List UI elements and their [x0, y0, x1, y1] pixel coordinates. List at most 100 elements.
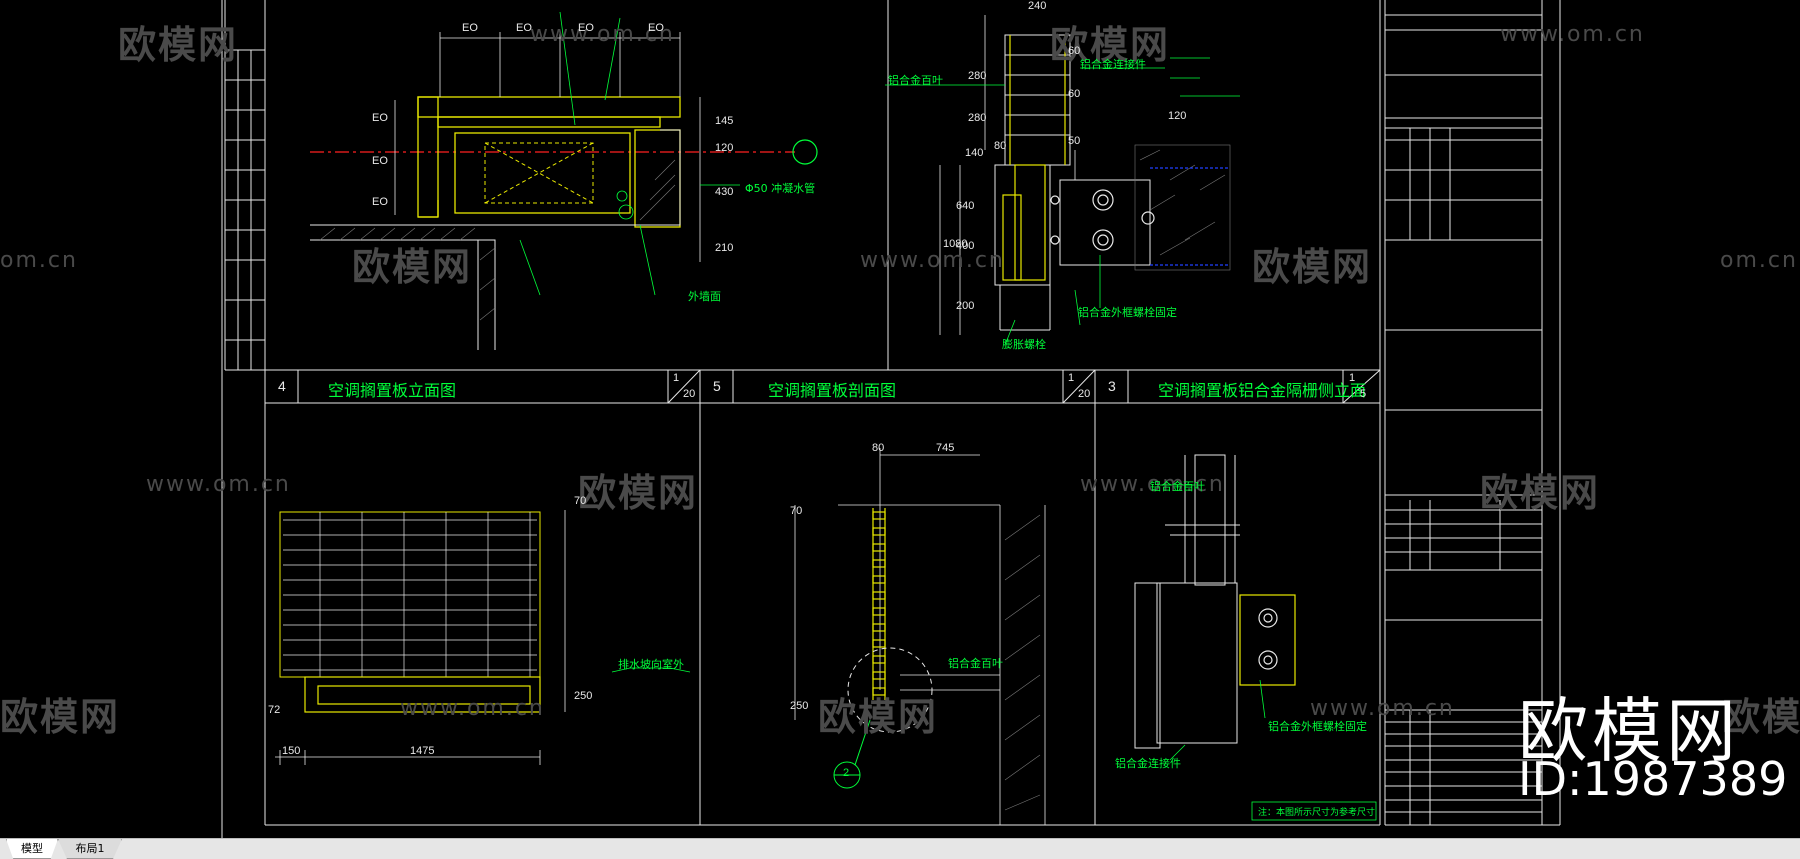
note-shutter: 铝合金百叶: [888, 74, 943, 87]
detail-bracket: [1239, 594, 1296, 686]
dim-label: 50: [1068, 135, 1081, 147]
panel-title: 空调搁置板立面图: [328, 381, 457, 400]
note-connect: 铝合金连接件: [1080, 58, 1146, 71]
dim-label: 210: [715, 242, 734, 254]
dim-label: 60: [1068, 88, 1081, 100]
layout-tab-bar: 模型 布局1: [0, 838, 1800, 859]
dim-label: 400: [956, 240, 975, 252]
dim-label: 240: [1028, 0, 1047, 12]
dim-label: EO: [462, 22, 478, 34]
dim-label: EO: [372, 196, 388, 208]
note-bolt: 膨胀螺栓: [1002, 338, 1046, 351]
note-detail: 铝合金外框螺栓固定: [1078, 306, 1177, 319]
plan-hatch: [319, 159, 676, 321]
detail-callout: [847, 647, 933, 733]
dim-label: EO: [578, 22, 594, 34]
section-mid-hatch: [1004, 514, 1041, 811]
section-slat: [872, 623, 886, 632]
dim-label: EO: [516, 22, 532, 34]
dim-label: 745: [936, 442, 955, 454]
panel-title: 空调搁置板铝合金隔栅侧立面: [1158, 381, 1367, 400]
dim-label: 1080: [943, 238, 968, 250]
dim-label: 60: [1068, 45, 1081, 57]
note-drain: Φ50 冲凝水管: [745, 182, 816, 195]
section-slat: [872, 527, 886, 536]
section-slat: [872, 671, 886, 680]
note-shutter: 铝合金百叶: [1150, 480, 1205, 493]
dim-label: 140: [965, 147, 984, 159]
dim-label: 280: [968, 70, 987, 82]
dim-label: EO: [372, 112, 388, 124]
section-slat: [872, 607, 886, 616]
panel-scale-num: 1: [1068, 372, 1075, 384]
elevation-dims: [275, 510, 566, 765]
note-bottom: 注：本图所示尺寸为参考尺寸: [1258, 808, 1376, 818]
dim-label: 70: [574, 495, 587, 507]
panel-number: 3: [1108, 378, 1116, 394]
dim-label: 120: [715, 142, 734, 154]
elevation-slats: [283, 512, 537, 677]
dim-label: 80: [872, 442, 885, 454]
panel-scale-den: 5: [1360, 388, 1367, 400]
section-slat: [872, 687, 886, 696]
plan-wall: [310, 129, 681, 350]
detail-marker-number: 2: [843, 767, 850, 779]
panel-scale-num: 1: [1349, 372, 1356, 384]
detail-side-leaders: [1160, 484, 1377, 821]
panel-number: 4: [278, 378, 286, 394]
note-detail: 铝合金外框螺栓固定: [1268, 720, 1367, 733]
section-slat: [872, 543, 886, 552]
dim-label: 250: [790, 700, 809, 712]
panel-scale-num: 1: [673, 372, 680, 384]
elevation-leader: [611, 667, 691, 673]
dim-label: 70: [790, 505, 803, 517]
tab-model[interactable]: 模型: [6, 839, 58, 859]
concrete-top: [1134, 144, 1231, 271]
section-mid: [794, 448, 1046, 825]
dim-label: 200: [956, 300, 975, 312]
section-slat: [872, 639, 886, 648]
detail-side: [1134, 454, 1240, 749]
plan-leaders: [519, 11, 740, 296]
elevation-base: [304, 676, 541, 713]
dim-label: 80: [994, 140, 1007, 152]
dim-label: 145: [715, 115, 734, 127]
panel-number: 5: [713, 378, 721, 394]
dim-label: 250: [574, 690, 593, 702]
model-id: ID:1987389: [1518, 752, 1788, 806]
section-detail-top: [994, 34, 1151, 331]
section-slat: [872, 591, 886, 600]
elevation-grille: [279, 511, 541, 678]
dim-label: EO: [648, 22, 664, 34]
section-slat: [872, 655, 886, 664]
panel-title: 空调搁置板剖面图: [768, 381, 897, 400]
note-connect: 铝合金连接件: [1115, 757, 1181, 770]
plan-ac-board: [417, 96, 681, 228]
bolts: [1050, 189, 1155, 251]
section-slat: [872, 511, 886, 520]
plan-dims-top: [394, 32, 701, 262]
section-slat: [872, 575, 886, 584]
cad-drawing: [221, 0, 1561, 838]
tab-layout1[interactable]: 布局1: [58, 839, 122, 859]
dim-label: 120: [1168, 110, 1187, 122]
note-wall: 外墙面: [688, 290, 721, 303]
dim-label: 72: [268, 704, 281, 716]
note-section: 排水坡向室外: [618, 658, 684, 671]
brand-logo: 欧模网: [1518, 690, 1740, 772]
cad-model-space[interactable]: 欧模网 www.om.cn 欧模网 www.om.cn om.cn 欧模网 ww…: [0, 0, 1800, 838]
detail-bolts: [1258, 608, 1278, 670]
drawing-frame: [221, 0, 1561, 838]
note-shutter: 铝合金百叶: [948, 657, 1003, 670]
dim-label: 280: [968, 112, 987, 124]
section-detail-dims: [939, 15, 1076, 335]
dim-label: 640: [956, 200, 975, 212]
dim-label: EO: [372, 155, 388, 167]
section-detail-rails: [1002, 35, 1066, 281]
dim-label: 430: [715, 186, 734, 198]
panel-scale-den: 20: [683, 388, 696, 400]
dim-label: 150: [282, 745, 301, 757]
dim-label: 1475: [410, 745, 435, 757]
section-detail-leaders: [885, 57, 1240, 346]
section-mid-slats: [872, 508, 886, 700]
